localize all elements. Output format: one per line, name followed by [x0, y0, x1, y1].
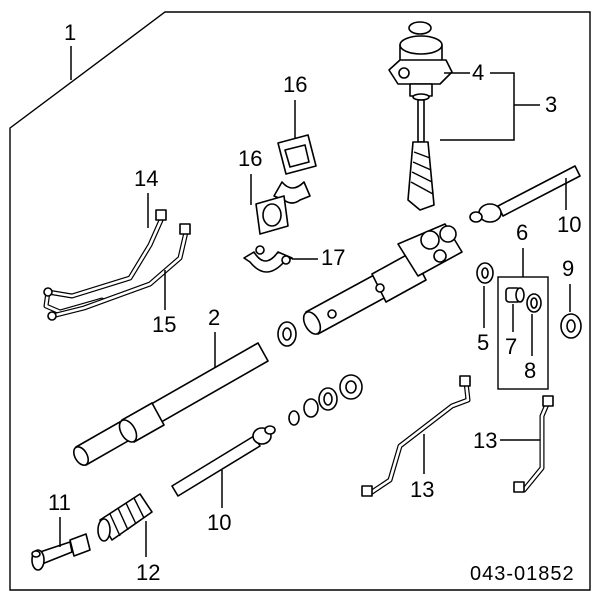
callout-16-lower: 16 — [238, 146, 262, 171]
callout-17: 17 — [321, 245, 345, 270]
callout-9: 9 — [562, 256, 574, 281]
return-line-center — [361, 375, 471, 497]
assembly-frame — [9, 11, 591, 591]
callout-3: 3 — [545, 92, 557, 117]
callout-10-lower: 10 — [207, 510, 231, 535]
leader-3 — [440, 72, 540, 141]
inner-tie-rod-upper — [469, 165, 581, 223]
seal-8 — [526, 293, 542, 313]
callout-1: 1 — [64, 20, 76, 45]
tie-rod-end — [31, 533, 91, 571]
callout-11: 11 — [48, 490, 71, 515]
callout-14: 14 — [134, 166, 158, 191]
seal-9 — [560, 313, 582, 339]
seal-7 — [505, 287, 525, 303]
callout-12: 12 — [136, 560, 160, 585]
callout-13-right: 13 — [473, 428, 497, 453]
rack-boot — [97, 493, 153, 542]
mounting-bushing-upper — [273, 134, 317, 204]
callout-16-upper: 16 — [283, 72, 307, 97]
return-line-right — [513, 395, 554, 493]
callout-2: 2 — [208, 305, 220, 330]
rack-housing — [302, 223, 463, 335]
callout-15: 15 — [152, 312, 176, 337]
pinion-shaft — [407, 99, 435, 211]
callout-7: 7 — [505, 334, 517, 359]
pressure-lines — [43, 209, 191, 321]
figure-code: 043-01852 — [470, 563, 575, 585]
seal-rings — [277, 321, 363, 426]
mounting-bushing-lower — [255, 195, 289, 235]
callout-5: 5 — [477, 330, 489, 355]
callout-13-center: 13 — [410, 477, 434, 502]
callout-4: 4 — [472, 60, 484, 85]
callout-8: 8 — [524, 358, 536, 383]
callout-6: 6 — [516, 220, 528, 245]
mounting-clamp — [243, 245, 293, 273]
inner-tie-rod-lower — [171, 425, 276, 497]
callout-10-upper: 10 — [557, 212, 581, 237]
seal-5 — [476, 262, 494, 284]
pinion-valve-housing — [388, 21, 453, 101]
rack-tube — [72, 342, 269, 466]
